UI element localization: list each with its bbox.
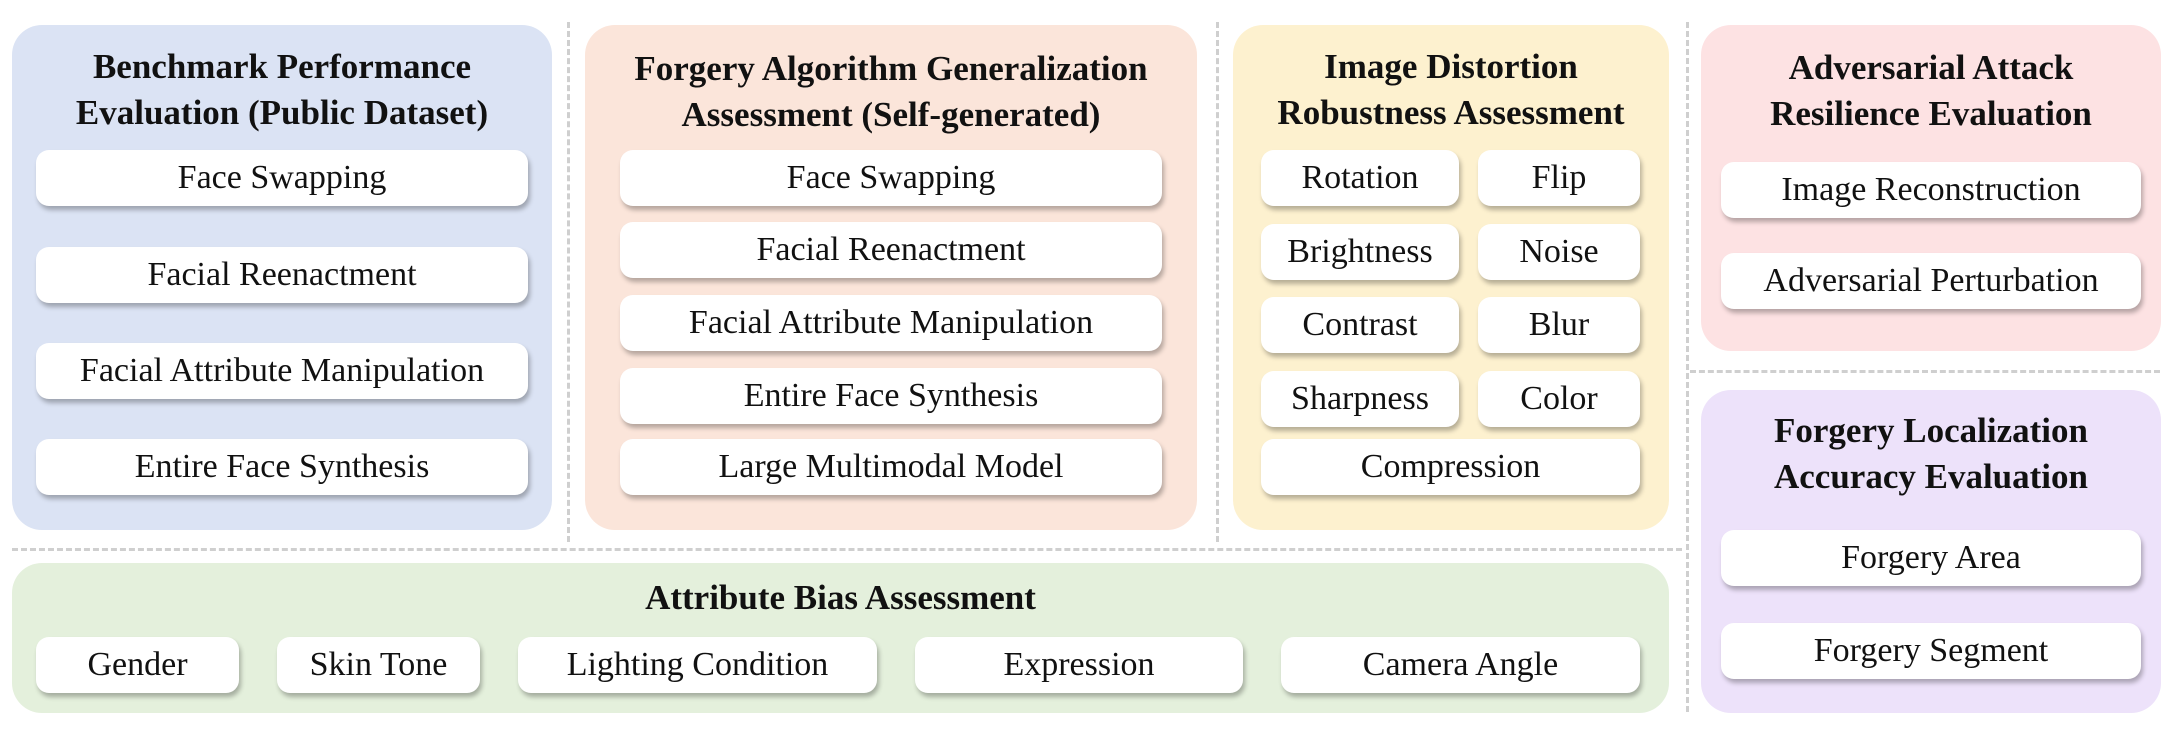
divider-2 xyxy=(1216,22,1219,542)
distortion-panel: Image Distortion Robustness Assessment R… xyxy=(1233,25,1669,530)
localization-title: Forgery Localization Accuracy Evaluation xyxy=(1773,411,2088,496)
distortion-item: Flip xyxy=(1478,150,1640,206)
generalization-panel: Forgery Algorithm Generalization Assessm… xyxy=(585,25,1197,530)
bias-item: Gender xyxy=(36,637,239,693)
distortion-item: Sharpness xyxy=(1261,371,1459,427)
benchmark-item: Entire Face Synthesis xyxy=(36,439,528,495)
bias-item: Camera Angle xyxy=(1281,637,1640,693)
divider-5 xyxy=(1690,370,2160,373)
benchmark-item: Face Swapping xyxy=(36,150,528,206)
distortion-item: Compression xyxy=(1261,439,1640,495)
benchmark-panel: Benchmark Performance Evaluation (Public… xyxy=(12,25,552,530)
adversarial-item: Image Reconstruction xyxy=(1721,162,2141,218)
bias-title: Attribute Bias Assessment xyxy=(645,578,1036,617)
distortion-item: Brightness xyxy=(1261,224,1459,280)
generalization-item: Entire Face Synthesis xyxy=(620,368,1162,424)
distortion-item: Blur xyxy=(1478,297,1640,353)
distortion-item: Color xyxy=(1478,371,1640,427)
divider-3 xyxy=(1686,22,1689,712)
bias-item: Expression xyxy=(915,637,1243,693)
bias-panel: Attribute Bias Assessment Gender Skin To… xyxy=(12,563,1669,713)
bias-item: Lighting Condition xyxy=(518,637,877,693)
distortion-item: Noise xyxy=(1478,224,1640,280)
localization-item: Forgery Segment xyxy=(1721,623,2141,679)
localization-item: Forgery Area xyxy=(1721,530,2141,586)
generalization-item: Facial Reenactment xyxy=(620,222,1162,278)
generalization-title: Forgery Algorithm Generalization Assessm… xyxy=(634,49,1148,134)
divider-1 xyxy=(567,22,570,542)
generalization-item: Large Multimodal Model xyxy=(620,439,1162,495)
distortion-item: Rotation xyxy=(1261,150,1459,206)
generalization-item: Facial Attribute Manipulation xyxy=(620,295,1162,351)
localization-panel: Forgery Localization Accuracy Evaluation… xyxy=(1701,390,2161,713)
generalization-item: Face Swapping xyxy=(620,150,1162,206)
benchmark-item: Facial Reenactment xyxy=(36,247,528,303)
adversarial-item: Adversarial Perturbation xyxy=(1721,253,2141,309)
benchmark-item: Facial Attribute Manipulation xyxy=(36,343,528,399)
divider-4 xyxy=(12,548,1682,551)
distortion-title: Image Distortion Robustness Assessment xyxy=(1277,47,1625,132)
adversarial-title: Adversarial Attack Resilience Evaluation xyxy=(1770,48,2092,133)
benchmark-title: Benchmark Performance Evaluation (Public… xyxy=(75,47,489,132)
distortion-item: Contrast xyxy=(1261,297,1459,353)
adversarial-panel: Adversarial Attack Resilience Evaluation… xyxy=(1701,25,2161,351)
bias-item: Skin Tone xyxy=(277,637,480,693)
